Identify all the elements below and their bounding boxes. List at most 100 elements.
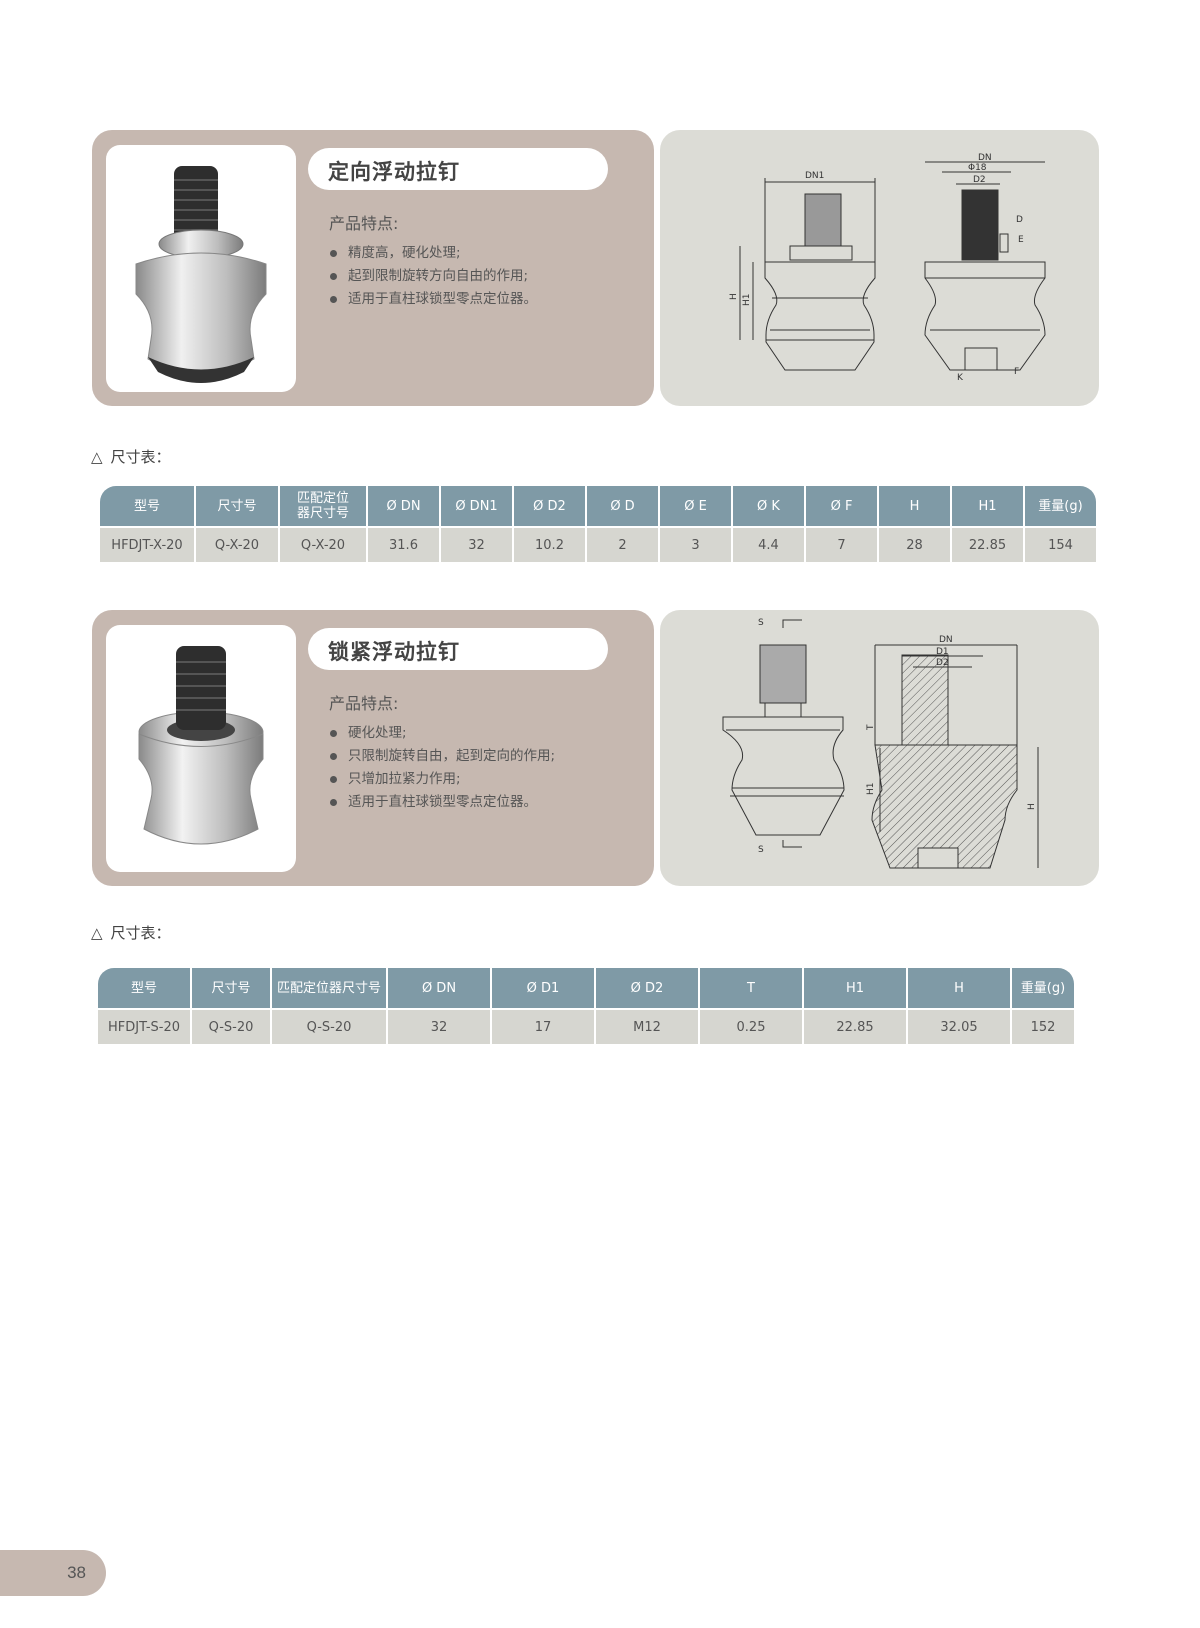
size-table-label: 尺寸表：	[110, 924, 171, 942]
table-cell: 32	[388, 1010, 490, 1044]
label-phi18: Φ18	[968, 163, 987, 173]
label-h: H	[729, 293, 739, 300]
column-header: Ø DN	[368, 486, 439, 526]
table-cell: Q-X-20	[196, 528, 278, 562]
column-header: Ø D2	[596, 968, 698, 1008]
column-header: 重量(g)	[1012, 968, 1074, 1008]
triangle-icon: △	[91, 924, 103, 942]
pull-stud-photo-icon	[138, 645, 264, 844]
column-header: 尺寸号	[196, 486, 278, 526]
size-table-label: 尺寸表：	[110, 448, 171, 466]
column-header: Ø E	[660, 486, 731, 526]
page-number: 38	[0, 1550, 106, 1596]
label-dn: DN	[978, 153, 992, 163]
table-cell: 154	[1025, 528, 1096, 562]
table-cell: 4.4	[733, 528, 804, 562]
table-cell: 32	[441, 528, 512, 562]
product-photo	[106, 145, 296, 392]
column-header: 型号	[100, 486, 194, 526]
size-table-heading: △ 尺寸表：	[91, 446, 171, 467]
label-t: T	[866, 724, 876, 731]
column-header: H	[908, 968, 1010, 1008]
label-e: E	[1018, 235, 1024, 245]
label-s-top: S	[758, 618, 764, 628]
column-header: T	[700, 968, 802, 1008]
features-list: 硬化处理; 只限制旋转自由，起到定向的作用; 只增加拉紧力作用; 适用于直柱球锁…	[330, 722, 555, 814]
column-header: Ø D	[587, 486, 658, 526]
column-header: Ø D1	[492, 968, 594, 1008]
size-table-heading: △ 尺寸表：	[91, 922, 171, 943]
table-cell: HFDJT-S-20	[98, 1010, 190, 1044]
product-title: 定向浮动拉钉	[308, 148, 608, 190]
column-header: H1	[804, 968, 906, 1008]
label-h1: H1	[742, 294, 752, 307]
product-photo	[106, 625, 296, 872]
triangle-icon: △	[91, 448, 103, 466]
column-header: Ø F	[806, 486, 877, 526]
table-cell: 2	[587, 528, 658, 562]
table-cell: 3	[660, 528, 731, 562]
table-cell: M12	[596, 1010, 698, 1044]
column-header: 尺寸号	[192, 968, 270, 1008]
table-cell: 28	[879, 528, 950, 562]
table-cell: 7	[806, 528, 877, 562]
column-header: Ø DN1	[441, 486, 512, 526]
technical-drawing-panel: S S DN D1 D2 T H1 H	[660, 610, 1099, 886]
feature-item: 只限制旋转自由，起到定向的作用;	[330, 745, 555, 768]
product-card-locking-pull-stud: 锁紧浮动拉钉 产品特点: 硬化处理; 只限制旋转自由，起到定向的作用; 只增加拉…	[92, 610, 654, 886]
column-header: Ø K	[733, 486, 804, 526]
column-header: H	[879, 486, 950, 526]
label-d2: D2	[973, 175, 986, 185]
column-header: H1	[952, 486, 1023, 526]
label-k: K	[957, 373, 964, 383]
label-d1: D1	[936, 647, 949, 657]
label-dn1: DN1	[805, 171, 824, 181]
table-cell: 17	[492, 1010, 594, 1044]
column-header: Ø DN	[388, 968, 490, 1008]
product-card-orienting-pull-stud: 定向浮动拉钉 产品特点: 精度高，硬化处理; 起到限制旋转方向自由的作用; 适用…	[92, 130, 654, 406]
features-heading: 产品特点:	[329, 694, 399, 713]
label-d2: D2	[936, 658, 949, 668]
column-header: 重量(g)	[1025, 486, 1096, 526]
label-d: D	[1016, 215, 1023, 225]
table-cell: 22.85	[952, 528, 1023, 562]
feature-item: 适用于直柱球锁型零点定位器。	[330, 288, 537, 311]
feature-item: 起到限制旋转方向自由的作用;	[330, 265, 537, 288]
table-cell: Q-X-20	[280, 528, 366, 562]
column-header: Ø D2	[514, 486, 585, 526]
table-cell: 152	[1012, 1010, 1074, 1044]
column-header: 型号	[98, 968, 190, 1008]
label-s-bottom: S	[758, 845, 764, 855]
feature-item: 适用于直柱球锁型零点定位器。	[330, 791, 555, 814]
label-h: H	[1027, 803, 1037, 810]
table-cell: Q-S-20	[272, 1010, 386, 1044]
label-h1: H1	[866, 783, 876, 796]
table-cell: 0.25	[700, 1010, 802, 1044]
technical-drawing: S S DN D1 D2 T H1 H	[722, 618, 1039, 869]
table-cell: HFDJT-X-20	[100, 528, 194, 562]
table-cell: 10.2	[514, 528, 585, 562]
column-header: 匹配定位器尺寸号	[280, 486, 366, 526]
label-f: F	[1014, 367, 1019, 377]
product-title: 锁紧浮动拉钉	[308, 628, 608, 670]
technical-drawing-panel: DN1 H H1 DN Φ18 D2 D E K F	[660, 130, 1099, 406]
features-list: 精度高，硬化处理; 起到限制旋转方向自由的作用; 适用于直柱球锁型零点定位器。	[330, 242, 537, 311]
label-dn: DN	[939, 635, 953, 645]
pull-stud-photo-icon	[135, 165, 267, 383]
table-cell: 22.85	[804, 1010, 906, 1044]
feature-item: 只增加拉紧力作用;	[330, 768, 555, 791]
feature-item: 硬化处理;	[330, 722, 555, 745]
technical-drawing: DN1 H H1 DN Φ18 D2 D E K F	[729, 153, 1046, 383]
table-cell: Q-S-20	[192, 1010, 270, 1044]
table-cell: 32.05	[908, 1010, 1010, 1044]
features-heading: 产品特点:	[329, 214, 399, 233]
column-header: 匹配定位器尺寸号	[272, 968, 386, 1008]
table-cell: 31.6	[368, 528, 439, 562]
feature-item: 精度高，硬化处理;	[330, 242, 537, 265]
